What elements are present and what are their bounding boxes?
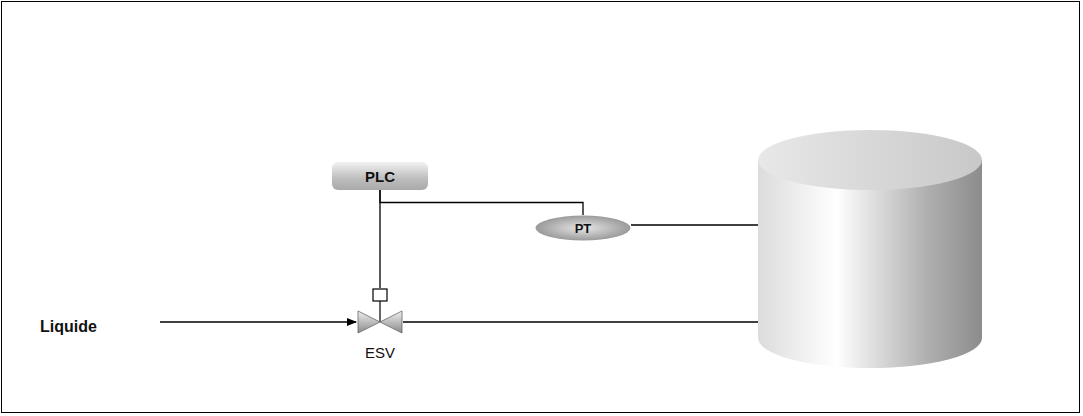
esv-valve: ESV [355, 288, 405, 372]
signal-wire [379, 190, 380, 288]
sensing-line [631, 224, 758, 225]
pipe-line [403, 321, 758, 322]
inlet-arrow [160, 321, 356, 322]
inlet-label: Liquide [40, 318, 97, 336]
node-label: PT [575, 221, 592, 236]
node-label: PLC [365, 168, 395, 185]
pt-transmitter: PT [535, 215, 631, 241]
node-label: ESV [365, 344, 395, 361]
signal-wire [380, 190, 583, 215]
plc-box: PLC [332, 162, 428, 190]
valve-symbol [355, 288, 405, 338]
storage-tank [758, 130, 982, 368]
